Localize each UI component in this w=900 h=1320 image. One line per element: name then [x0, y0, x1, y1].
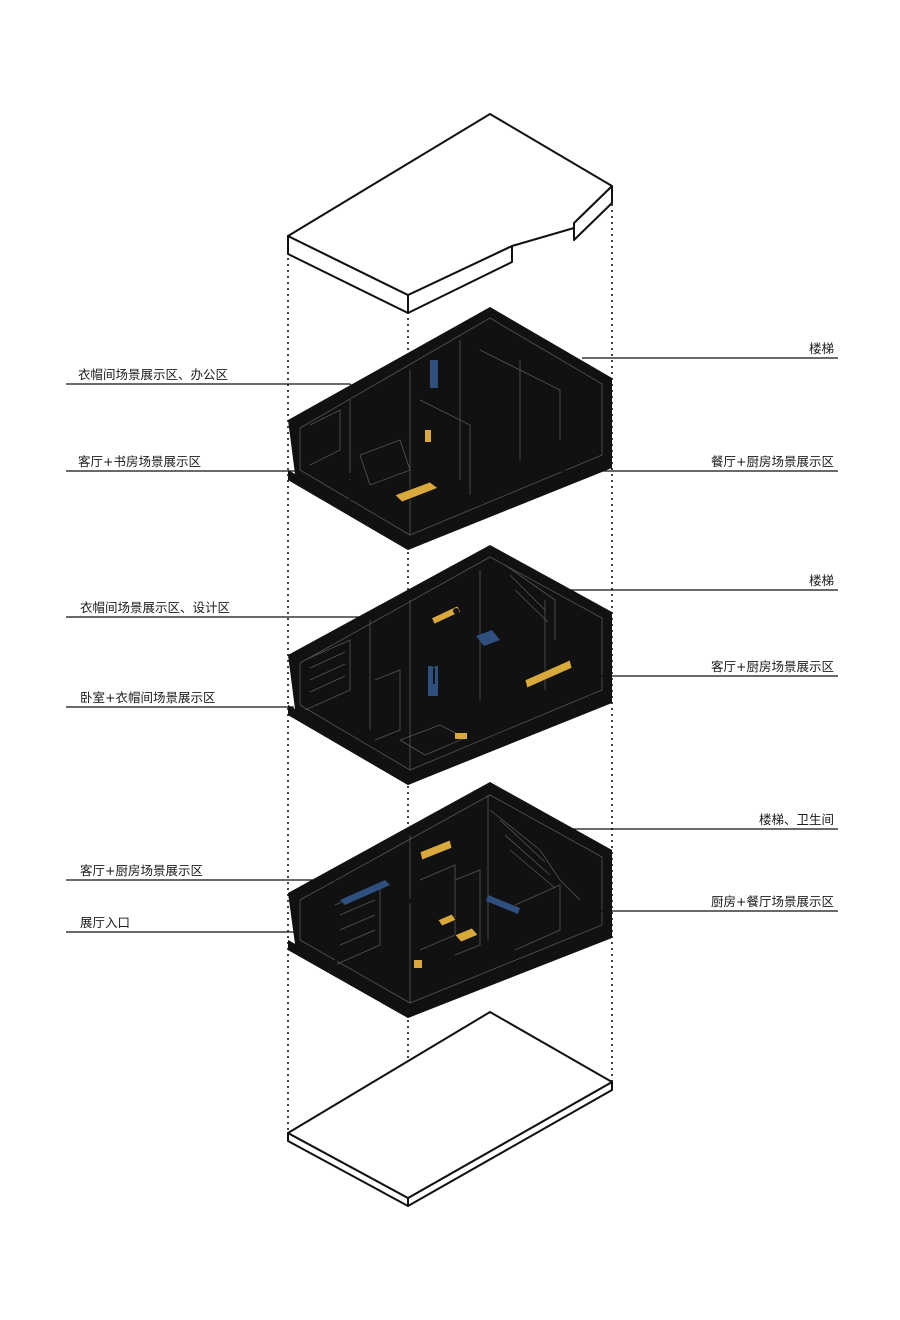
floor-3: [288, 307, 612, 550]
label-floor1-stairs-bathroom: 楼梯、卫生间: [759, 812, 834, 827]
roof-slab: [287, 113, 613, 314]
floor-2-wood-shelf: [432, 606, 460, 624]
label-floor2-wardrobe-design: 衣帽间场景展示区、设计区: [80, 600, 230, 615]
label-floor1-entrance: 展厅入口: [80, 915, 130, 930]
label-floor3-living-study: 客厅+书房场景展示区: [78, 454, 201, 469]
floor-2: [288, 545, 612, 785]
floor-3-figure-3: [475, 448, 481, 454]
floor-2-slab-edge: [288, 695, 612, 785]
label-floor2-living-kitchen: 客厅+厨房场景展示区: [711, 659, 834, 674]
floor-3-wood-bench: [394, 481, 439, 503]
floor-3-slab-edge: [288, 460, 612, 550]
floor-1-interior: [299, 794, 603, 1004]
floor-3-wood-shelf: [425, 430, 431, 442]
floor-2-wood-counter: [524, 659, 573, 689]
label-floor2-stairs: 楼梯: [809, 573, 834, 588]
floor-1-wood-table-2: [437, 913, 457, 927]
floor-1-blue-cabinet: [340, 880, 390, 905]
floor-3-outer-walls: [288, 307, 612, 550]
label-floor1-kitchen-dining: 厨房+餐厅场景展示区: [711, 894, 834, 909]
floor-1-slab-edge: [288, 930, 612, 1018]
label-floor2-bedroom-wardrobe: 卧室+衣帽间场景展示区: [80, 690, 215, 705]
label-floor1-living-kitchen: 客厅+厨房场景展示区: [80, 863, 203, 878]
floor-2-figure-3: [431, 661, 437, 667]
floor-3-figure-2: [473, 388, 479, 394]
label-floor3-dining-kitchen: 餐厅+厨房场景展示区: [711, 454, 834, 469]
floor-3-interior: [299, 317, 603, 536]
floor-2-figure-1: [345, 693, 351, 699]
floor-2-wood-bench: [455, 733, 467, 739]
label-floor3-wardrobe-office: 衣帽间场景展示区、办公区: [78, 367, 228, 382]
floor-1-outer-walls: [288, 782, 612, 1018]
vertical-guide-lines: [287, 186, 613, 1205]
floor-1: [288, 782, 612, 1018]
floor-2-blue-ottoman: [476, 630, 500, 646]
leader-floor3-left-1: [66, 383, 359, 394]
annotation-labels: 衣帽间场景展示区、办公区 客厅+书房场景展示区 楼梯 餐厅+厨房场景展示区 衣帽…: [78, 341, 834, 930]
floor-2-interior: [299, 556, 603, 771]
floor-1-figure-1: [333, 943, 339, 949]
floor-1-wood-table-1: [454, 927, 479, 943]
floor-3-figure-1: [347, 473, 353, 479]
roof-slab-top: [287, 113, 613, 296]
floor-1-wood-stool: [414, 960, 422, 968]
floor-2-figure-2: [453, 608, 459, 614]
ground-slab: [287, 1011, 613, 1207]
floor-1-figure-2: [405, 898, 411, 904]
floor-3-blue-panel: [430, 360, 438, 388]
leader-lines: [66, 357, 838, 933]
ground-slab-top: [287, 1011, 613, 1199]
floor-1-wood-shelf: [419, 839, 453, 861]
label-floor3-stairs: 楼梯: [809, 341, 834, 356]
floor-1-blue-counter: [486, 895, 520, 914]
